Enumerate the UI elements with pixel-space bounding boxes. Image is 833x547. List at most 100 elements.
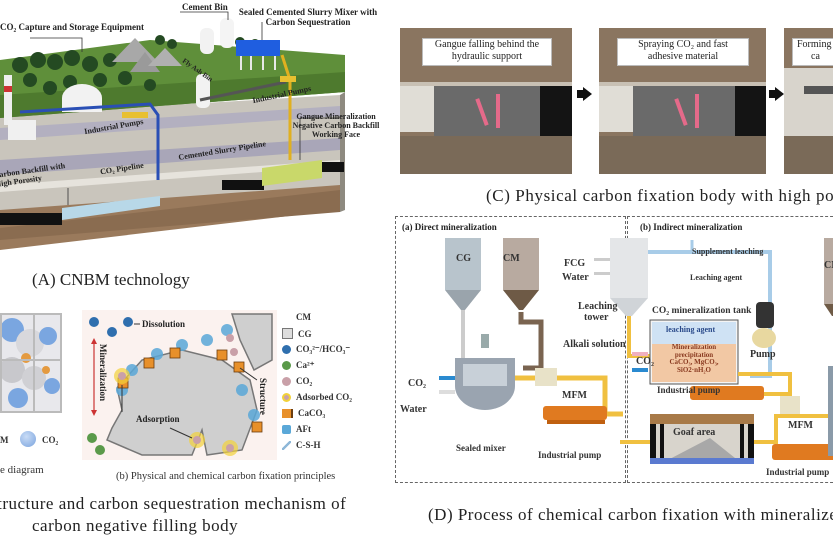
arrow-step-1-to-2 bbox=[577, 90, 583, 98]
legend-item-cg: CG bbox=[282, 328, 312, 339]
legend-item-co2: CO₂ bbox=[282, 376, 312, 386]
panel-a-cnbm-illustration: CO₂ Capture and Storage Equipment Cement… bbox=[0, 0, 380, 260]
legend-ca-text: Ca²⁺ bbox=[296, 360, 315, 370]
cg-particle-top bbox=[230, 313, 273, 372]
legend-item-aft: AFt bbox=[282, 424, 311, 434]
direct-mineralization-box bbox=[395, 216, 626, 483]
legend-co2-label: CO₂ bbox=[42, 435, 59, 445]
step-2-text: Spraying CO₂ and fast adhesive material bbox=[617, 38, 749, 66]
label-goaf-area: Goaf area bbox=[673, 427, 716, 438]
legend-adsorbed-text: Adsorbed CO₂ bbox=[296, 392, 352, 402]
label-adsorption: Adsorption bbox=[136, 414, 180, 424]
legend-csh-rod-icon bbox=[282, 440, 291, 450]
label-direct-mfm: MFM bbox=[562, 390, 587, 401]
label-cement-bin: Cement Bin bbox=[182, 2, 228, 12]
label-sealed-mixer: Sealed Cemented Slurry Mixer with Carbon… bbox=[238, 7, 378, 27]
sealed-mixer-box bbox=[236, 40, 280, 56]
step-3-line2: ca bbox=[811, 51, 820, 62]
precip-line-4: SiO2·nH₂O bbox=[677, 365, 711, 374]
legend-co3-ball-icon bbox=[282, 345, 291, 354]
step-3-image: Forming ca bbox=[784, 28, 833, 174]
legend-csh-text: C-S-H bbox=[296, 440, 321, 450]
legend-cm-icon bbox=[282, 313, 291, 322]
legend-ca-ball-icon bbox=[282, 361, 291, 370]
precip-line-2: precipitation bbox=[674, 350, 714, 359]
label-leaching-agent: Leaching agent bbox=[690, 273, 743, 282]
precip-line-3: CaCO₃, MgCO₃, bbox=[669, 358, 719, 366]
caption-sub-b: (b) Physical and chemical carbon fixatio… bbox=[116, 471, 336, 482]
label-direct-industrial-pump: Industrial pump bbox=[538, 450, 602, 460]
label-indirect-water: Water bbox=[562, 272, 589, 283]
label-leaching-tower-2: tower bbox=[584, 312, 609, 323]
step-2-line2: adhesive material bbox=[647, 51, 719, 62]
pore-structure-cube bbox=[0, 313, 62, 413]
co2-pipeline-line bbox=[19, 102, 160, 180]
label-tank-leaching-agent: leaching agent bbox=[666, 325, 716, 334]
label-mineralization: Mineralization bbox=[98, 344, 108, 401]
legend-caco3-text: CaCO₃ bbox=[298, 408, 326, 418]
panel-c-steps: Gangue falling behind the hydraulic supp… bbox=[400, 28, 833, 176]
legend-caco3-cube-icon bbox=[282, 408, 293, 418]
legend-aft-crystal-icon bbox=[282, 424, 291, 434]
label-indirect-mfm: MFM bbox=[788, 420, 813, 431]
legend-cm-text: CM bbox=[296, 312, 311, 322]
label-co2-capture: CO₂ Capture and Storage Equipment bbox=[0, 22, 145, 32]
caption-panel-b-line2: carbon negative filling body bbox=[32, 516, 239, 535]
step-3-line1: Forming bbox=[797, 39, 832, 50]
legend-adsorbed-ring-icon bbox=[282, 392, 291, 402]
caption-panel-d: (D) Process of chemical carbon fixation … bbox=[428, 505, 833, 524]
label-direct-water: Water bbox=[400, 404, 427, 415]
caption-panel-a: (A) CNBM technology bbox=[32, 270, 190, 289]
label-tank-title: CO₂ mineralization tank bbox=[652, 306, 752, 316]
label-indirect-industrial-pump-1: Industrial pump bbox=[657, 385, 721, 395]
label-gangue-working-face: Gangue Mineralization Negative Carbon Ba… bbox=[292, 112, 380, 139]
indirect-mineralization-diagram bbox=[594, 238, 833, 464]
caption-panel-b-line1: structure and carbon sequestration mecha… bbox=[0, 494, 347, 513]
step-1-image: Gangue falling behind the hydraulic supp… bbox=[400, 28, 572, 174]
label-fcg: FCG bbox=[564, 258, 586, 269]
label-indirect-industrial-pump-2: Industrial pump bbox=[766, 467, 830, 477]
fixation-scene bbox=[87, 313, 273, 456]
legend-cg-square-icon bbox=[282, 328, 293, 339]
legend-item-ca: Ca²⁺ bbox=[282, 360, 314, 371]
label-dissolution: Dissolution bbox=[142, 319, 186, 329]
arrow-head-1 bbox=[583, 87, 592, 101]
legend-item-csh: C-S-H bbox=[282, 440, 321, 450]
gangue-backfill bbox=[262, 160, 322, 186]
legend-co2-ball-icon bbox=[20, 431, 36, 447]
legend-item-adsorbed: Adsorbed CO₂ bbox=[282, 392, 352, 402]
precip-line-1: Mineralization bbox=[671, 343, 717, 351]
direct-mineralization-diagram bbox=[439, 238, 623, 424]
step-1-text: Gangue falling behind the hydraulic supp… bbox=[422, 38, 552, 66]
step-1-line1: Gangue falling behind the bbox=[434, 39, 540, 50]
label-pump: Pump bbox=[750, 349, 776, 360]
panel-b-legend: CM CG CO₃²⁻/HCO₃⁻ Ca²⁺ CO₂ Adsorbed CO₂ … bbox=[282, 312, 382, 462]
legend-item-co3: CO₃²⁻/HCO₃⁻ bbox=[282, 344, 350, 355]
direct-mineralization-title: (a) Direct mineralization bbox=[402, 222, 497, 232]
arrow-step-2-to-3 bbox=[769, 90, 775, 98]
panel-b-structure-diagram: M CO₂ bbox=[0, 300, 80, 447]
label-leaching-tower-1: Leaching bbox=[578, 301, 618, 312]
label-structure: Structure bbox=[258, 378, 268, 415]
porous-backfill bbox=[62, 196, 160, 220]
caption-panel-c: (C) Physical carbon fixation body with h… bbox=[486, 186, 833, 205]
label-alkali-solution: Alkali solution bbox=[563, 339, 626, 350]
step-2-line1: Spraying CO₂ and fast bbox=[638, 39, 728, 50]
legend-item-cm: CM bbox=[282, 312, 311, 322]
label-indirect-co2: CO₂ bbox=[636, 356, 654, 367]
legend-cm-label: M bbox=[0, 435, 9, 445]
step-3-text: Forming ca bbox=[792, 38, 833, 66]
label-sealed-mixer: Sealed mixer bbox=[456, 443, 506, 453]
legend-co3-text: CO₃²⁻/HCO₃⁻ bbox=[296, 344, 351, 354]
label-direct-co2: CO₂ bbox=[408, 378, 426, 389]
legend-co2-text: CO₂ bbox=[296, 376, 313, 386]
label-indirect-cm: CM bbox=[824, 260, 833, 271]
legend-co2-ball-icon bbox=[282, 376, 291, 386]
label-supplement-leaching: Supplement leaching bbox=[692, 247, 764, 256]
step-1-line2: hydraulic support bbox=[451, 51, 523, 62]
label-cm-hopper: CM bbox=[503, 253, 520, 264]
legend-item-caco3: CaCO₃ bbox=[282, 408, 325, 418]
legend-cg-text: CG bbox=[298, 328, 312, 339]
step-2-image: Spraying CO₂ and fast adhesive material bbox=[599, 28, 766, 174]
indirect-mineralization-title: (b) Indirect mineralization bbox=[640, 222, 743, 232]
